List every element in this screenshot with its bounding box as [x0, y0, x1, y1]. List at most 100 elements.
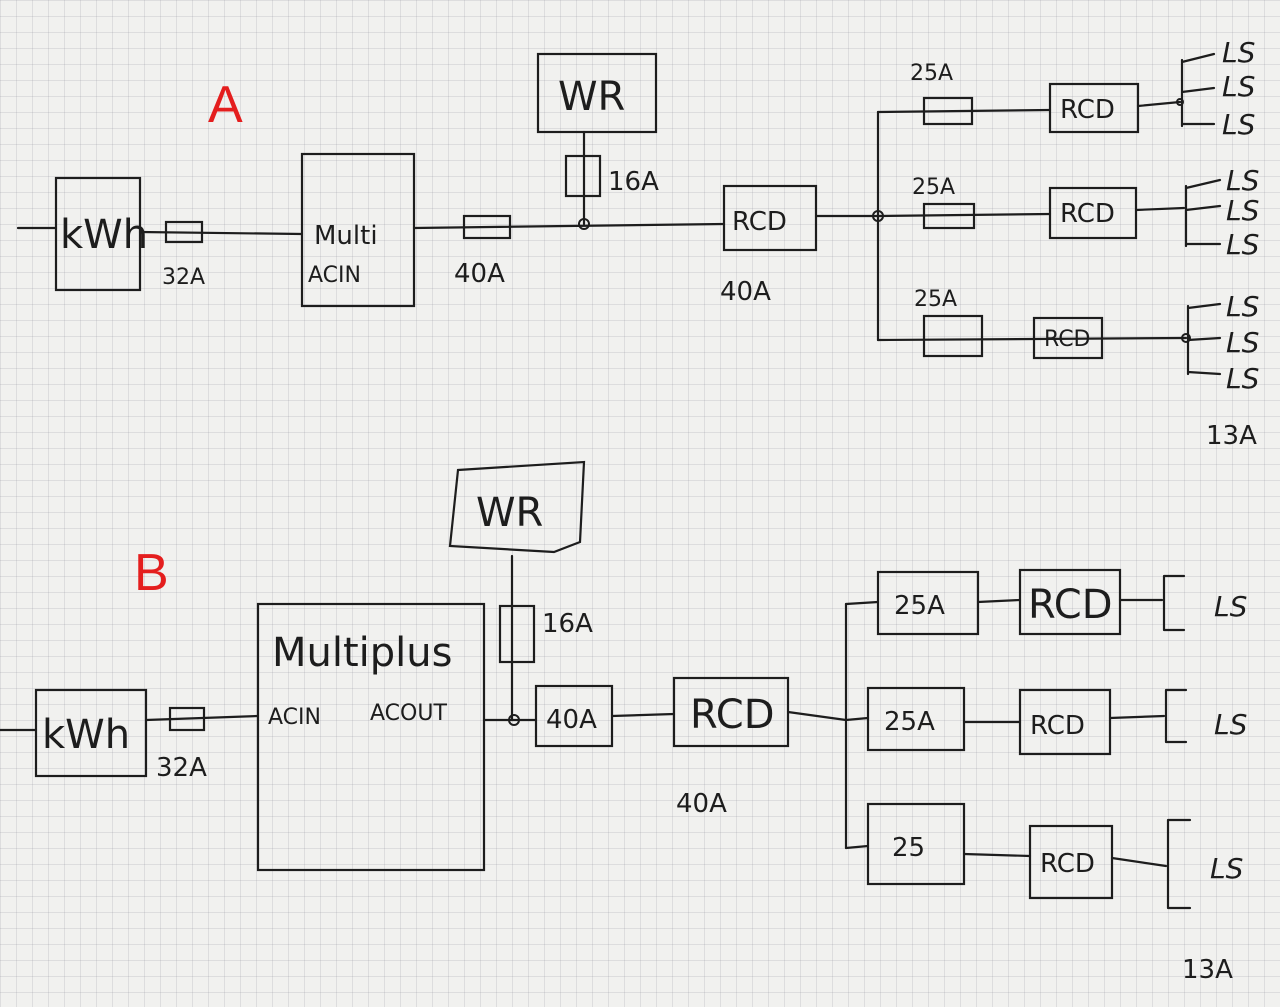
a-multi-acin: ACIN — [308, 263, 361, 288]
a-branch-2-load-2: LS — [1226, 194, 1259, 227]
a-fuse-40a — [462, 214, 512, 240]
a-branch-2-rcd-label: RCD — [1060, 199, 1115, 229]
a-fuse-40a-label: 40A — [454, 259, 505, 289]
b-branch-3: 25 RCD LS — [844, 802, 1243, 910]
diagram-a: A kWh 32A Multi ACIN 40A WR 16A RCD 40A — [16, 36, 1259, 451]
b-branch-3-fuse-label: 25 — [892, 833, 925, 863]
a-branch-1: 25A RCD LS LS LS — [876, 36, 1255, 141]
b-wire-rcd-bus — [786, 710, 848, 722]
a-fuse-32a — [164, 220, 204, 244]
b-branch-3-wire — [844, 844, 1168, 868]
a-branch-3-wire — [876, 336, 1188, 342]
a-wire-multi-rcd — [412, 222, 726, 230]
b-kwh-meter — [34, 688, 148, 778]
b-inverter-label: WR — [476, 490, 543, 536]
a-junction-inverter — [578, 218, 590, 230]
a-branch-2-rcd — [1048, 186, 1138, 240]
a-fuse-16a-label: 16A — [608, 167, 659, 197]
a-branch-2: 25A RCD LS LS LS — [876, 164, 1259, 261]
a-branch-1-fuse — [922, 96, 974, 126]
a-branch-1-fuse-label: 25A — [910, 61, 953, 86]
b-fuse-40a-label: 40A — [546, 705, 597, 735]
b-multiplus-label: Multiplus — [272, 630, 452, 676]
a-kwh-meter — [54, 176, 142, 292]
a-inverter-box — [536, 52, 658, 134]
b-branch-3-rcd — [1028, 824, 1114, 900]
a-load-rating: 13A — [1206, 421, 1257, 451]
b-multiplus-acin: ACIN — [268, 705, 321, 730]
a-fuse-32a-label: 32A — [162, 265, 205, 290]
b-rcd-main-rating: 40A — [676, 789, 727, 819]
b-branch-1-load: LS — [1214, 590, 1247, 623]
b-branch-1-wire — [844, 598, 1164, 606]
a-fuse-16a — [564, 154, 602, 198]
b-branch-1-rcd — [1018, 568, 1122, 636]
a-branch-1-load-3: LS — [1222, 108, 1255, 141]
a-kwh-label: kWh — [60, 212, 148, 258]
a-branch-3-load-2: LS — [1226, 326, 1259, 359]
b-multiplus-box — [256, 602, 486, 872]
a-branch-3: 25A RCD LS LS LS — [876, 287, 1259, 395]
b-branch-1: 25A RCD LS — [844, 568, 1247, 636]
a-branch-1-rcd-label: RCD — [1060, 95, 1115, 125]
a-branch-3-rcd — [1032, 316, 1104, 360]
b-wire-40a-rcd — [610, 712, 676, 718]
b-branch-3-fuse — [866, 802, 966, 886]
a-branch-1-rcd — [1048, 82, 1140, 134]
b-fuse-16a-label: 16A — [542, 609, 593, 639]
a-branch-1-load-1: LS — [1222, 36, 1255, 69]
a-branch-3-node — [1181, 333, 1191, 343]
a-branch-1-load-2: LS — [1222, 70, 1255, 103]
a-branch-2-out — [1134, 178, 1222, 248]
b-branch-2-load: LS — [1214, 708, 1247, 741]
a-wire-meter-multi — [138, 230, 304, 236]
a-branch-2-load-1: LS — [1226, 164, 1259, 197]
a-rcd-main-rating: 40A — [720, 277, 771, 307]
b-branch-3-load-bracket — [1166, 818, 1192, 910]
b-wire-meter-multiplus — [144, 714, 260, 722]
b-fuse-32a — [168, 706, 206, 732]
b-inverter-box — [448, 460, 586, 554]
b-junction-inverter — [508, 714, 520, 726]
b-fuse-32a-label: 32A — [156, 753, 207, 783]
section-label-a: A — [208, 76, 243, 134]
a-branch-3-fuse-label: 25A — [914, 287, 957, 312]
a-branch-3-rcd-label: RCD — [1044, 327, 1091, 352]
a-multi-box — [300, 152, 416, 308]
b-branch-1-rcd-label: RCD — [1028, 582, 1113, 628]
b-rcd-main-label: RCD — [690, 692, 775, 738]
b-branch-2-wire — [844, 714, 1166, 724]
a-inverter-label: WR — [558, 74, 625, 120]
b-load-rating: 13A — [1182, 955, 1233, 985]
a-branch-1-out — [1136, 52, 1216, 128]
b-branch-1-fuse-label: 25A — [894, 591, 945, 621]
a-branch-2-wire — [876, 212, 1052, 218]
a-branch-3-load-3: LS — [1226, 362, 1259, 395]
b-branch-3-load: LS — [1210, 852, 1243, 885]
a-branch-2-fuse — [922, 202, 976, 230]
b-multiplus-acout: ACOUT — [370, 701, 447, 726]
b-branch-2-load-bracket — [1164, 688, 1188, 744]
a-branch-2-fuse-label: 25A — [912, 175, 955, 200]
a-multi-label: Multi — [314, 221, 378, 251]
b-branch-2-rcd — [1018, 688, 1112, 756]
a-branch-3-out — [1186, 302, 1222, 376]
b-branch-2-rcd-label: RCD — [1030, 711, 1085, 741]
a-branch-3-fuse — [922, 314, 984, 358]
b-branch-2: 25A RCD LS — [844, 686, 1247, 756]
b-branch-1-load-bracket — [1162, 574, 1186, 632]
b-kwh-label: kWh — [42, 712, 130, 758]
a-branch-1-wire — [876, 108, 1052, 114]
a-rcd-main — [722, 184, 818, 252]
a-branch-1-node — [1176, 98, 1184, 106]
a-rcd-main-label: RCD — [732, 207, 787, 237]
a-branch-3-load-1: LS — [1226, 290, 1259, 323]
diagram-b: B kWh 32A Multiplus ACIN ACOUT WR 16A 40… — [0, 460, 1247, 985]
b-fuse-16a — [498, 604, 536, 664]
b-branch-3-rcd-label: RCD — [1040, 849, 1095, 879]
a-branch-2-load-3: LS — [1226, 228, 1259, 261]
b-branch-2-fuse-label: 25A — [884, 707, 935, 737]
section-label-b: B — [134, 544, 169, 602]
b-branch-1-fuse — [876, 570, 980, 636]
